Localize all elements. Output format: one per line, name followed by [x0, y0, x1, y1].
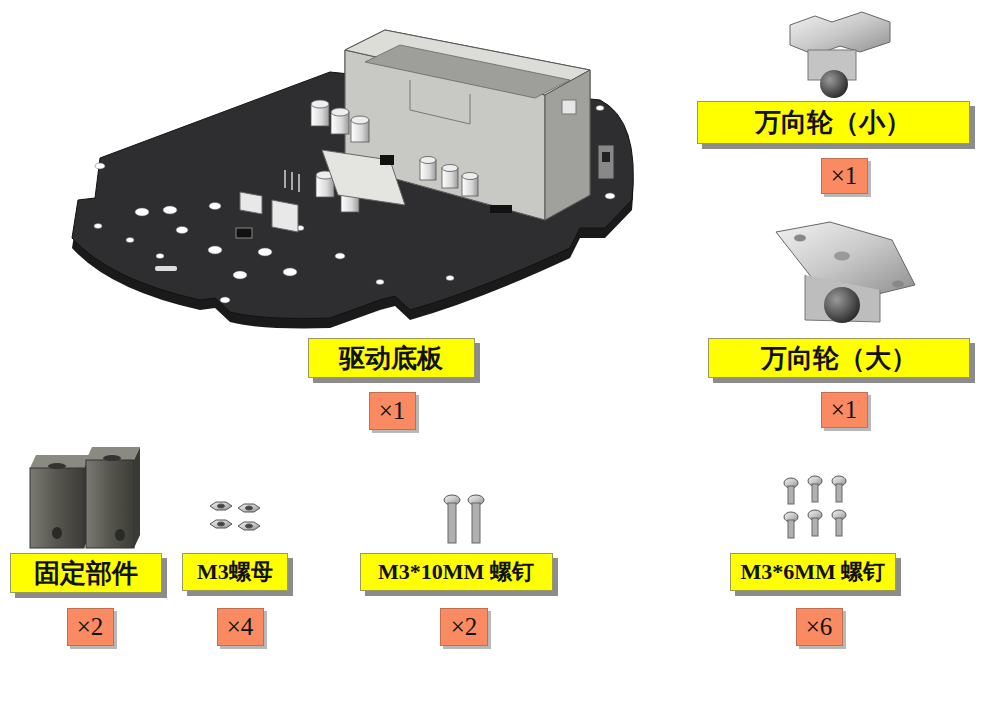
- nut: [210, 502, 260, 530]
- drive-board: [72, 30, 633, 328]
- screw: [444, 495, 484, 543]
- part-name: M3*6MM 螺钉: [741, 557, 886, 587]
- part-label: 万向轮（大）: [708, 338, 970, 378]
- part-name: M3*10MM 螺钉: [378, 557, 534, 587]
- part-label: 驱动底板: [308, 338, 475, 378]
- quantity: ×1: [831, 396, 858, 424]
- part-name: 驱动底板: [339, 341, 443, 376]
- quantity-badge: ×1: [821, 158, 868, 194]
- quantity: ×6: [806, 613, 833, 641]
- part-label: M3*10MM 螺钉: [360, 553, 553, 591]
- fixing-block: [30, 447, 140, 548]
- part-label: 固定部件: [10, 553, 162, 593]
- part-label: M3螺母: [182, 553, 288, 591]
- part-label: M3*6MM 螺钉: [730, 553, 896, 591]
- quantity: ×2: [77, 613, 104, 641]
- part-name: 万向轮（小）: [755, 105, 911, 140]
- large-caster: [776, 222, 915, 323]
- quantity-badge: ×2: [440, 608, 488, 646]
- quantity-badge: ×4: [217, 608, 264, 646]
- part-name: 固定部件: [34, 556, 138, 591]
- quantity: ×4: [227, 613, 254, 641]
- quantity-badge: ×6: [796, 608, 843, 646]
- part-name: M3螺母: [197, 557, 273, 587]
- part-label: 万向轮（小）: [697, 101, 970, 144]
- part-name: 万向轮（大）: [761, 341, 917, 376]
- quantity: ×1: [379, 397, 406, 425]
- quantity-badge: ×1: [821, 392, 868, 428]
- quantity-badge: ×1: [369, 392, 416, 430]
- screw: [784, 476, 846, 538]
- quantity: ×2: [451, 613, 478, 641]
- quantity: ×1: [831, 162, 858, 190]
- quantity-badge: ×2: [67, 608, 114, 646]
- small-caster: [790, 12, 890, 98]
